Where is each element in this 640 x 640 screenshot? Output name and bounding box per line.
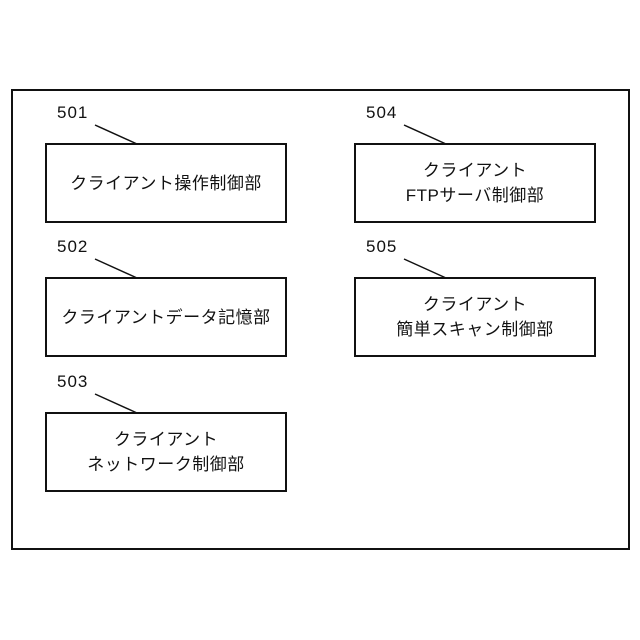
ref-label-503: 503: [57, 372, 89, 391]
ref-label-501: 501: [57, 103, 89, 122]
box-client-operation-control: クライアント操作制御部: [45, 143, 287, 223]
box-client-data-storage: クライアントデータ記憶部: [45, 277, 287, 357]
box-client-simple-scan-control-text: クライアント 簡単スキャン制御部: [396, 292, 554, 342]
box-client-network-control: クライアント ネットワーク制御部: [45, 412, 287, 492]
box-text-line: FTPサーバ制御部: [405, 186, 545, 205]
box-client-data-storage-text: クライアントデータ記憶部: [61, 305, 270, 330]
box-text-line: クライアント: [113, 430, 219, 449]
box-text-line: 簡単スキャン制御部: [396, 320, 554, 339]
box-client-ftp-server-control-text: クライアント FTPサーバ制御部: [406, 158, 544, 208]
box-text-line: クライアント: [422, 161, 528, 180]
box-text-line: クライアント操作制御部: [70, 173, 262, 193]
box-client-network-control-text: クライアント ネットワーク制御部: [87, 427, 245, 477]
box-text-line: ネットワーク制御部: [87, 455, 245, 474]
box-client-simple-scan-control: クライアント 簡単スキャン制御部: [354, 277, 596, 357]
ref-label-502: 502: [57, 237, 89, 256]
box-client-ftp-server-control: クライアント FTPサーバ制御部: [354, 143, 596, 223]
ref-label-504: 504: [366, 103, 398, 122]
box-text-line: クライアント: [422, 295, 528, 314]
ref-label-505: 505: [366, 237, 398, 256]
box-text-line: クライアントデータ記憶部: [61, 307, 271, 327]
box-client-operation-control-text: クライアント操作制御部: [70, 171, 262, 196]
